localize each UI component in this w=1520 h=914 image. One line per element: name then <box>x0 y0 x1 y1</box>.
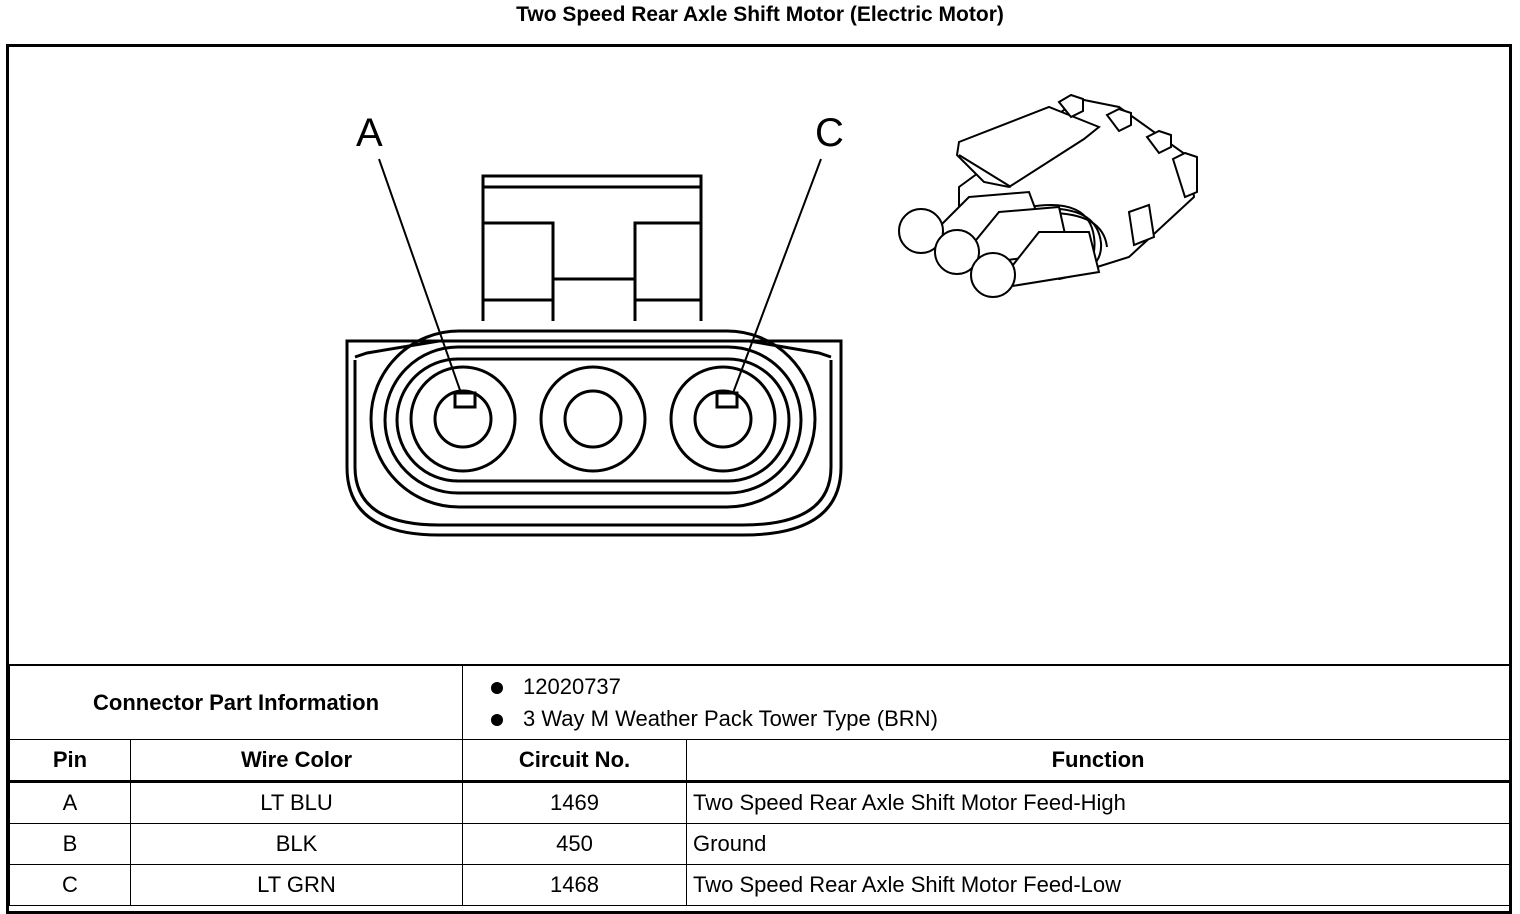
seal-ring-mid <box>383 345 803 495</box>
part-description-item: 3 Way M Weather Pack Tower Type (BRN) <box>491 703 1503 735</box>
cell-wire-color: BLK <box>129 823 464 865</box>
table-header-row: Pin Wire Color Circuit No. Function <box>9 739 1511 783</box>
cell-circuit-no: 1469 <box>462 781 688 824</box>
housing-inner-outline <box>353 360 833 527</box>
cavity-a-inner <box>433 389 493 449</box>
connector-illustration <box>898 93 1198 298</box>
part-number-item: 12020737 <box>491 671 1503 703</box>
cell-circuit-no: 1468 <box>462 864 688 906</box>
wire-c-end <box>970 252 1016 298</box>
leader-line-a <box>378 158 462 394</box>
table-row: C LT GRN 1468 Two Speed Rear Axle Shift … <box>9 864 1511 906</box>
cell-pin: A <box>9 781 131 824</box>
cavity-b-inner <box>563 389 623 449</box>
connector-face-svg <box>345 93 1198 537</box>
wire-b-end <box>934 229 980 275</box>
connector-nose-4 <box>1171 151 1198 199</box>
connector-part-row: Connector Part Information 12020737 3 Wa… <box>8 664 1511 740</box>
bullet-icon <box>491 713 504 726</box>
cell-pin: C <box>9 864 131 906</box>
cavity-c-inner <box>693 389 753 449</box>
cavity-a-outer <box>409 365 517 473</box>
pin-label-c: C <box>815 111 844 155</box>
bullet-icon <box>491 681 504 694</box>
pin-label-a: A <box>356 111 383 155</box>
seal-ring-outer <box>369 329 817 509</box>
cell-wire-color: LT GRN <box>129 864 464 906</box>
header-wire-color: Wire Color <box>129 739 464 783</box>
housing-outline <box>345 339 843 537</box>
part-number: 12020737 <box>523 673 621 699</box>
header-function: Function <box>686 739 1511 783</box>
connector-nose-1 <box>1057 93 1084 119</box>
cavity-c-terminal <box>715 391 739 409</box>
connector-face <box>345 174 843 537</box>
header-circuit-no: Circuit No. <box>462 739 688 783</box>
connector-frame: A C Connector Part Information 12020737 … <box>6 44 1512 914</box>
housing-top-rim <box>354 339 440 359</box>
connector-nose-2 <box>1105 107 1132 133</box>
leader-line-c <box>732 158 822 394</box>
connector-nose-3 <box>1145 129 1172 155</box>
cavity-a-terminal <box>453 391 477 409</box>
locking-tab-right-slot <box>633 221 701 321</box>
table-row: B BLK 450 Ground <box>9 823 1511 865</box>
connector-side-lock <box>1127 203 1156 247</box>
cell-wire-color: LT BLU <box>129 781 464 824</box>
connector-part-list: 12020737 3 Way M Weather Pack Tower Type… <box>469 671 1503 735</box>
seal-ring-inner <box>395 357 791 483</box>
cell-function: Two Speed Rear Axle Shift Motor Feed-Hig… <box>686 781 1511 824</box>
cavity-c-outer <box>669 365 777 473</box>
connector-diagram: A C <box>9 47 1509 664</box>
part-description: 3 Way M Weather Pack Tower Type (BRN) <box>523 705 938 731</box>
connector-info-table: Connector Part Information 12020737 3 Wa… <box>8 664 1511 906</box>
locking-tab <box>481 174 703 321</box>
cell-function: Ground <box>686 823 1511 865</box>
cell-circuit-no: 450 <box>462 823 688 865</box>
connector-part-label: Connector Part Information <box>8 664 464 740</box>
header-pin: Pin <box>9 739 131 783</box>
cavity-b-outer <box>539 365 647 473</box>
cell-function: Two Speed Rear Axle Shift Motor Feed-Low <box>686 864 1511 906</box>
cell-pin: B <box>9 823 131 865</box>
locking-tab-left-slot <box>483 221 555 321</box>
wire-a-end <box>898 208 944 254</box>
connector-part-values: 12020737 3 Way M Weather Pack Tower Type… <box>462 664 1511 740</box>
diagram-title: Two Speed Rear Axle Shift Motor (Electri… <box>516 3 1004 26</box>
connector-latch <box>955 105 1101 189</box>
latch-edge <box>958 154 1012 188</box>
table-row: A LT BLU 1469 Two Speed Rear Axle Shift … <box>9 781 1511 824</box>
